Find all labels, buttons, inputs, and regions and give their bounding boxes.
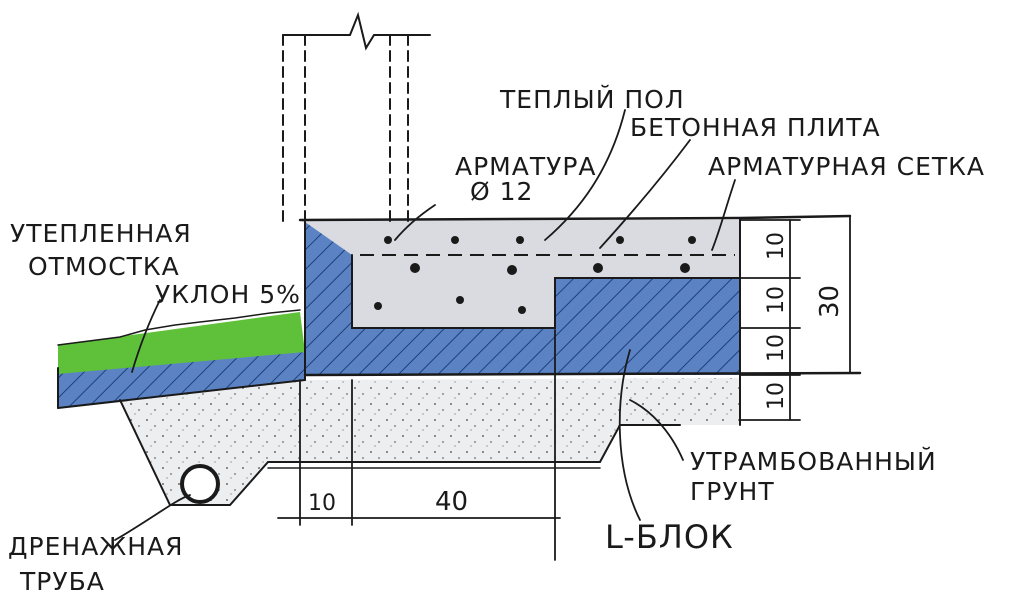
label-drain-pipe-1: ДРЕНАЖНАЯ [8,532,184,561]
label-concrete-slab: БЕТОННАЯ ПЛИТА [630,113,881,142]
label-rebar-diameter: Ø 12 [470,177,533,206]
dim-layer-3: 10 [764,334,789,362]
label-insulated-blind-area-2: ОТМОСТКА [28,252,180,281]
dim-wall-width: 10 [308,491,336,516]
gravel-bed-texture [120,378,740,505]
leader-rebar-mesh [711,179,736,251]
leader-slope [131,299,161,373]
label-warm-floor: ТЕПЛЫЙ ПОЛ [499,85,685,114]
dim-total-height: 30 [815,285,845,318]
leader-compacted-soil [629,399,684,461]
label-compacted-soil-1: УТРАМБОВАННЫЙ [690,447,937,476]
label-rebar: АРМАТУРА [455,152,597,181]
leader-concrete-slab [599,139,691,249]
grass-layer [58,312,305,374]
label-compacted-soil-2: ГРУНТ [690,477,775,506]
wall-above [282,11,431,223]
label-slope: УКЛОН 5% [155,280,301,309]
concrete-slab [300,220,740,328]
leader-rebar [394,204,436,241]
leader-drain-pipe [114,494,191,541]
leader-l-block [618,349,641,521]
label-l-block: L-БЛОК [605,518,734,556]
dim-layer-1: 10 [764,232,789,260]
leader-warm-floor [544,109,626,241]
label-rebar-mesh: АРМАТУРНАЯ СЕТКА [708,152,985,181]
label-insulated-blind-area-1: УТЕПЛЕННАЯ [10,219,192,248]
dim-layer-2: 10 [764,286,789,314]
dim-layer-4: 10 [764,382,789,410]
label-drain-pipe-2: ТРУБА [19,567,105,596]
drain-pipe [180,464,220,504]
rebar-dots [374,236,696,314]
dim-block-width: 40 [435,487,468,517]
